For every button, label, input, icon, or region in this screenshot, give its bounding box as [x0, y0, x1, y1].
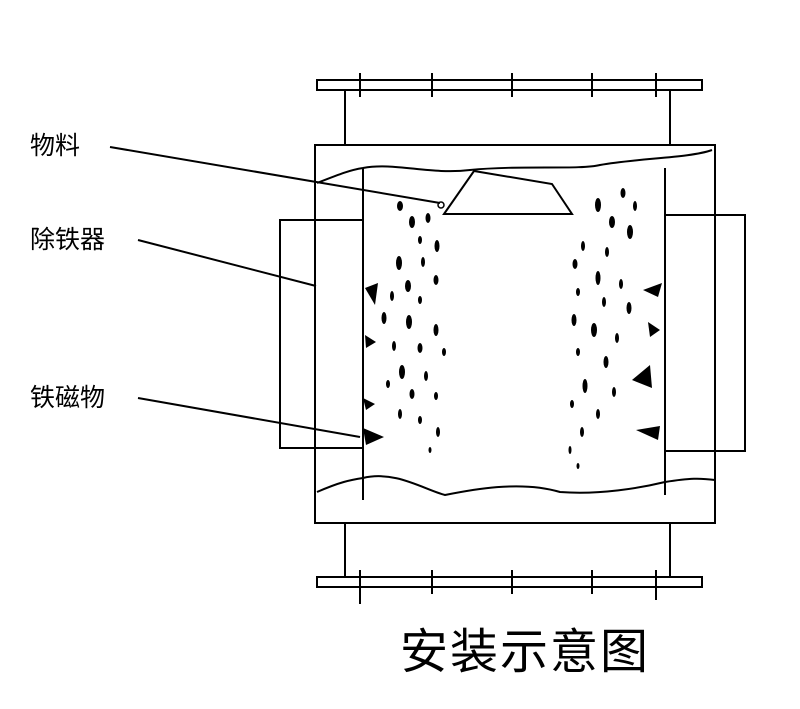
ferromagnetic-particles [363, 188, 662, 469]
bottom-flange [316, 523, 703, 604]
label-ferromagnetic: 铁磁物 [30, 383, 106, 412]
magnet-right [664, 214, 746, 452]
label-material: 物料 [30, 131, 81, 160]
leader-iron-remover [137, 239, 317, 287]
diagram-title: 安装示意图 [400, 624, 651, 680]
housing [314, 144, 716, 524]
magnet-left [279, 219, 364, 449]
material-marker [437, 201, 445, 209]
material-bottom-edge [316, 475, 716, 497]
label-iron-remover: 除铁器 [30, 225, 106, 254]
deflector-cone [442, 169, 574, 215]
top-flange [316, 73, 703, 145]
leader-ferromagnetic [137, 397, 361, 438]
leader-material [109, 146, 441, 204]
material-top-edge [316, 149, 713, 184]
